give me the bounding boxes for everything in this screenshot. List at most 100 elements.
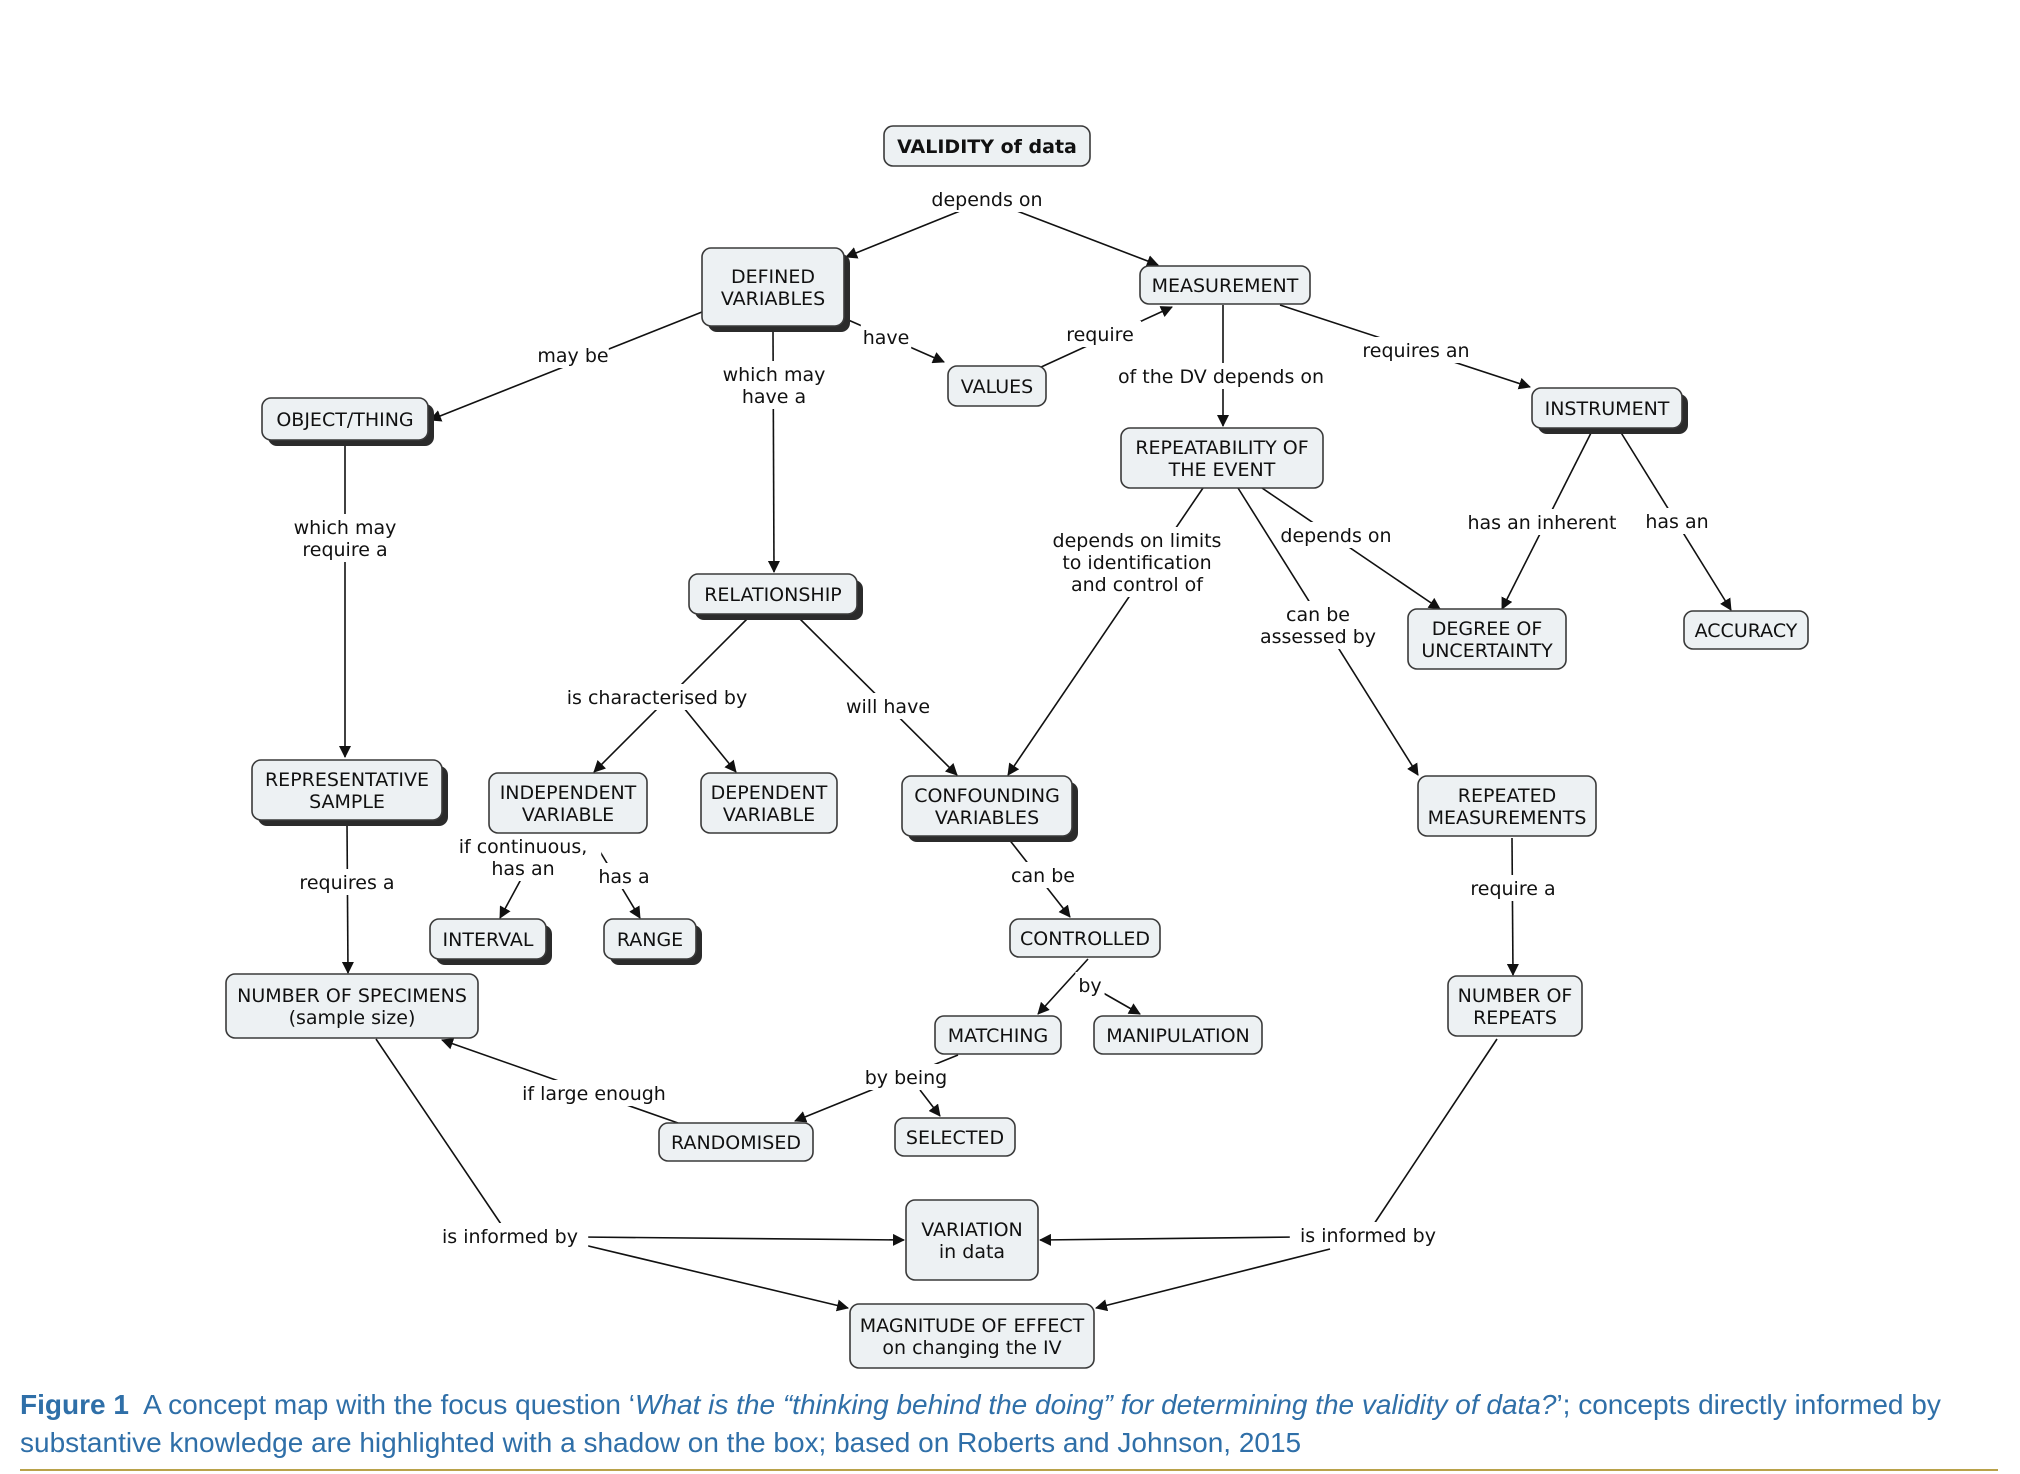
node-label: (sample size): [289, 1007, 416, 1029]
node-box: [658, 1122, 814, 1162]
link-label: can be: [1007, 862, 1079, 888]
link-label: by: [1075, 972, 1105, 998]
link-label-text: if large enough: [522, 1083, 666, 1105]
node-label: MEASUREMENTS: [1428, 807, 1587, 829]
caption-rest: ’; concepts directly informed by substan…: [20, 1389, 1941, 1458]
node-label: INTERVAL: [443, 929, 534, 951]
node-box: [947, 365, 1047, 407]
connector-line: [1506, 837, 1519, 976]
node-label: MEASUREMENT: [1152, 275, 1299, 297]
link-label: have: [860, 324, 912, 350]
node-box: [901, 775, 1073, 837]
connector-line: [1373, 1038, 1498, 1225]
concept-node-object: OBJECT/THING: [261, 397, 434, 446]
node-box: [688, 573, 858, 615]
link-label: if continuous,has an: [444, 833, 602, 881]
node-label: MAGNITUDE OF EFFECT: [860, 1315, 1085, 1337]
link-label: depends on: [1279, 522, 1393, 548]
caption-focus-question: What is the “thinking behind the doing” …: [635, 1389, 1557, 1420]
concept-node-accuracy: ACCURACY: [1683, 610, 1809, 650]
node-label: CONTROLLED: [1020, 928, 1150, 950]
node-label: RANDOMISED: [671, 1132, 801, 1154]
concept-node-specimens: NUMBER OF SPECIMENS(sample size): [225, 973, 479, 1039]
node-box: [1139, 265, 1311, 305]
node-label: on changing the IV: [882, 1337, 1061, 1359]
link-label-text: is characterised by: [567, 687, 747, 709]
concept-node-range: RANGE: [603, 918, 702, 965]
connector-line: [341, 821, 354, 974]
concept-node-instrument: INSTRUMENT: [1531, 387, 1688, 434]
link-label-text: is informed by: [1300, 1225, 1436, 1247]
link-label-text: by: [1078, 975, 1101, 997]
node-box: [700, 772, 838, 834]
node-label: VARIATION: [921, 1219, 1023, 1241]
link-label-text: has an: [491, 858, 554, 880]
node-box: [1093, 1015, 1263, 1055]
figure-number: Figure 1: [20, 1389, 129, 1420]
concept-node-layer: VALIDITY of dataDEFINEDVARIABLESMEASUREM…: [225, 125, 1809, 1369]
connector-line: [579, 1243, 849, 1312]
node-label: VARIABLES: [935, 807, 1039, 829]
node-label: VALUES: [961, 376, 1033, 398]
node-label: DEFINED: [731, 266, 815, 288]
node-box: [1447, 975, 1583, 1037]
link-label-text: requires an: [1362, 340, 1469, 362]
node-label: REPRESENTATIVE: [265, 769, 429, 791]
link-label: requires a: [290, 869, 404, 895]
connector-line: [1039, 1233, 1299, 1246]
node-box: [429, 918, 547, 960]
connector-line: [579, 1233, 905, 1246]
node-label: NUMBER OF SPECIMENS: [237, 985, 467, 1007]
concept-node-randomised: RANDOMISED: [658, 1122, 814, 1162]
link-label-text: depends on limits: [1053, 530, 1222, 552]
link-label-text: which may: [294, 517, 397, 539]
concept-node-validity: VALIDITY of data: [883, 125, 1091, 167]
node-box: [894, 1117, 1016, 1157]
node-label: UNCERTAINTY: [1421, 640, 1553, 662]
connector-line: [1037, 958, 1089, 1015]
concept-node-measurement: MEASUREMENT: [1139, 265, 1311, 305]
node-box: [261, 397, 429, 441]
link-label: is characterised by: [552, 684, 762, 710]
link-label-text: depends on: [931, 189, 1042, 211]
link-label: requires an: [1353, 337, 1479, 363]
concept-node-values: VALUES: [947, 365, 1047, 407]
concept-node-selected: SELECTED: [894, 1117, 1016, 1157]
link-label-text: can be: [1011, 865, 1075, 887]
concept-node-matching: MATCHING: [934, 1015, 1062, 1055]
link-label: if large enough: [510, 1080, 678, 1106]
connector-line: [1095, 1248, 1331, 1312]
link-label-text: and control of: [1071, 574, 1204, 596]
node-box: [1417, 775, 1597, 837]
link-label-text: has a: [598, 866, 649, 888]
node-label: ACCURACY: [1695, 620, 1798, 642]
node-box: [934, 1015, 1062, 1055]
link-label-text: can be: [1286, 604, 1350, 626]
connector-line: [1016, 210, 1159, 267]
node-label: INDEPENDENT: [500, 782, 637, 804]
link-label: has a: [593, 863, 655, 889]
link-label-text: have: [863, 327, 910, 349]
node-label: OBJECT/THING: [276, 409, 413, 431]
link-label-text: depends on: [1280, 525, 1391, 547]
link-label: depends on: [930, 186, 1044, 212]
link-label-text: has an: [1645, 511, 1708, 533]
node-label: CONFOUNDING: [914, 785, 1060, 807]
link-label: may be: [537, 342, 609, 368]
link-label-text: require a: [302, 539, 387, 561]
node-label: SAMPLE: [309, 791, 385, 813]
node-box: [251, 759, 443, 821]
connector-line: [1261, 487, 1441, 610]
node-label: DEGREE OF: [1432, 618, 1543, 640]
node-label: MATCHING: [948, 1025, 1049, 1047]
link-label-text: to identification: [1062, 552, 1211, 574]
node-label: VARIABLES: [721, 288, 825, 310]
link-label-text: if continuous,: [459, 836, 588, 858]
